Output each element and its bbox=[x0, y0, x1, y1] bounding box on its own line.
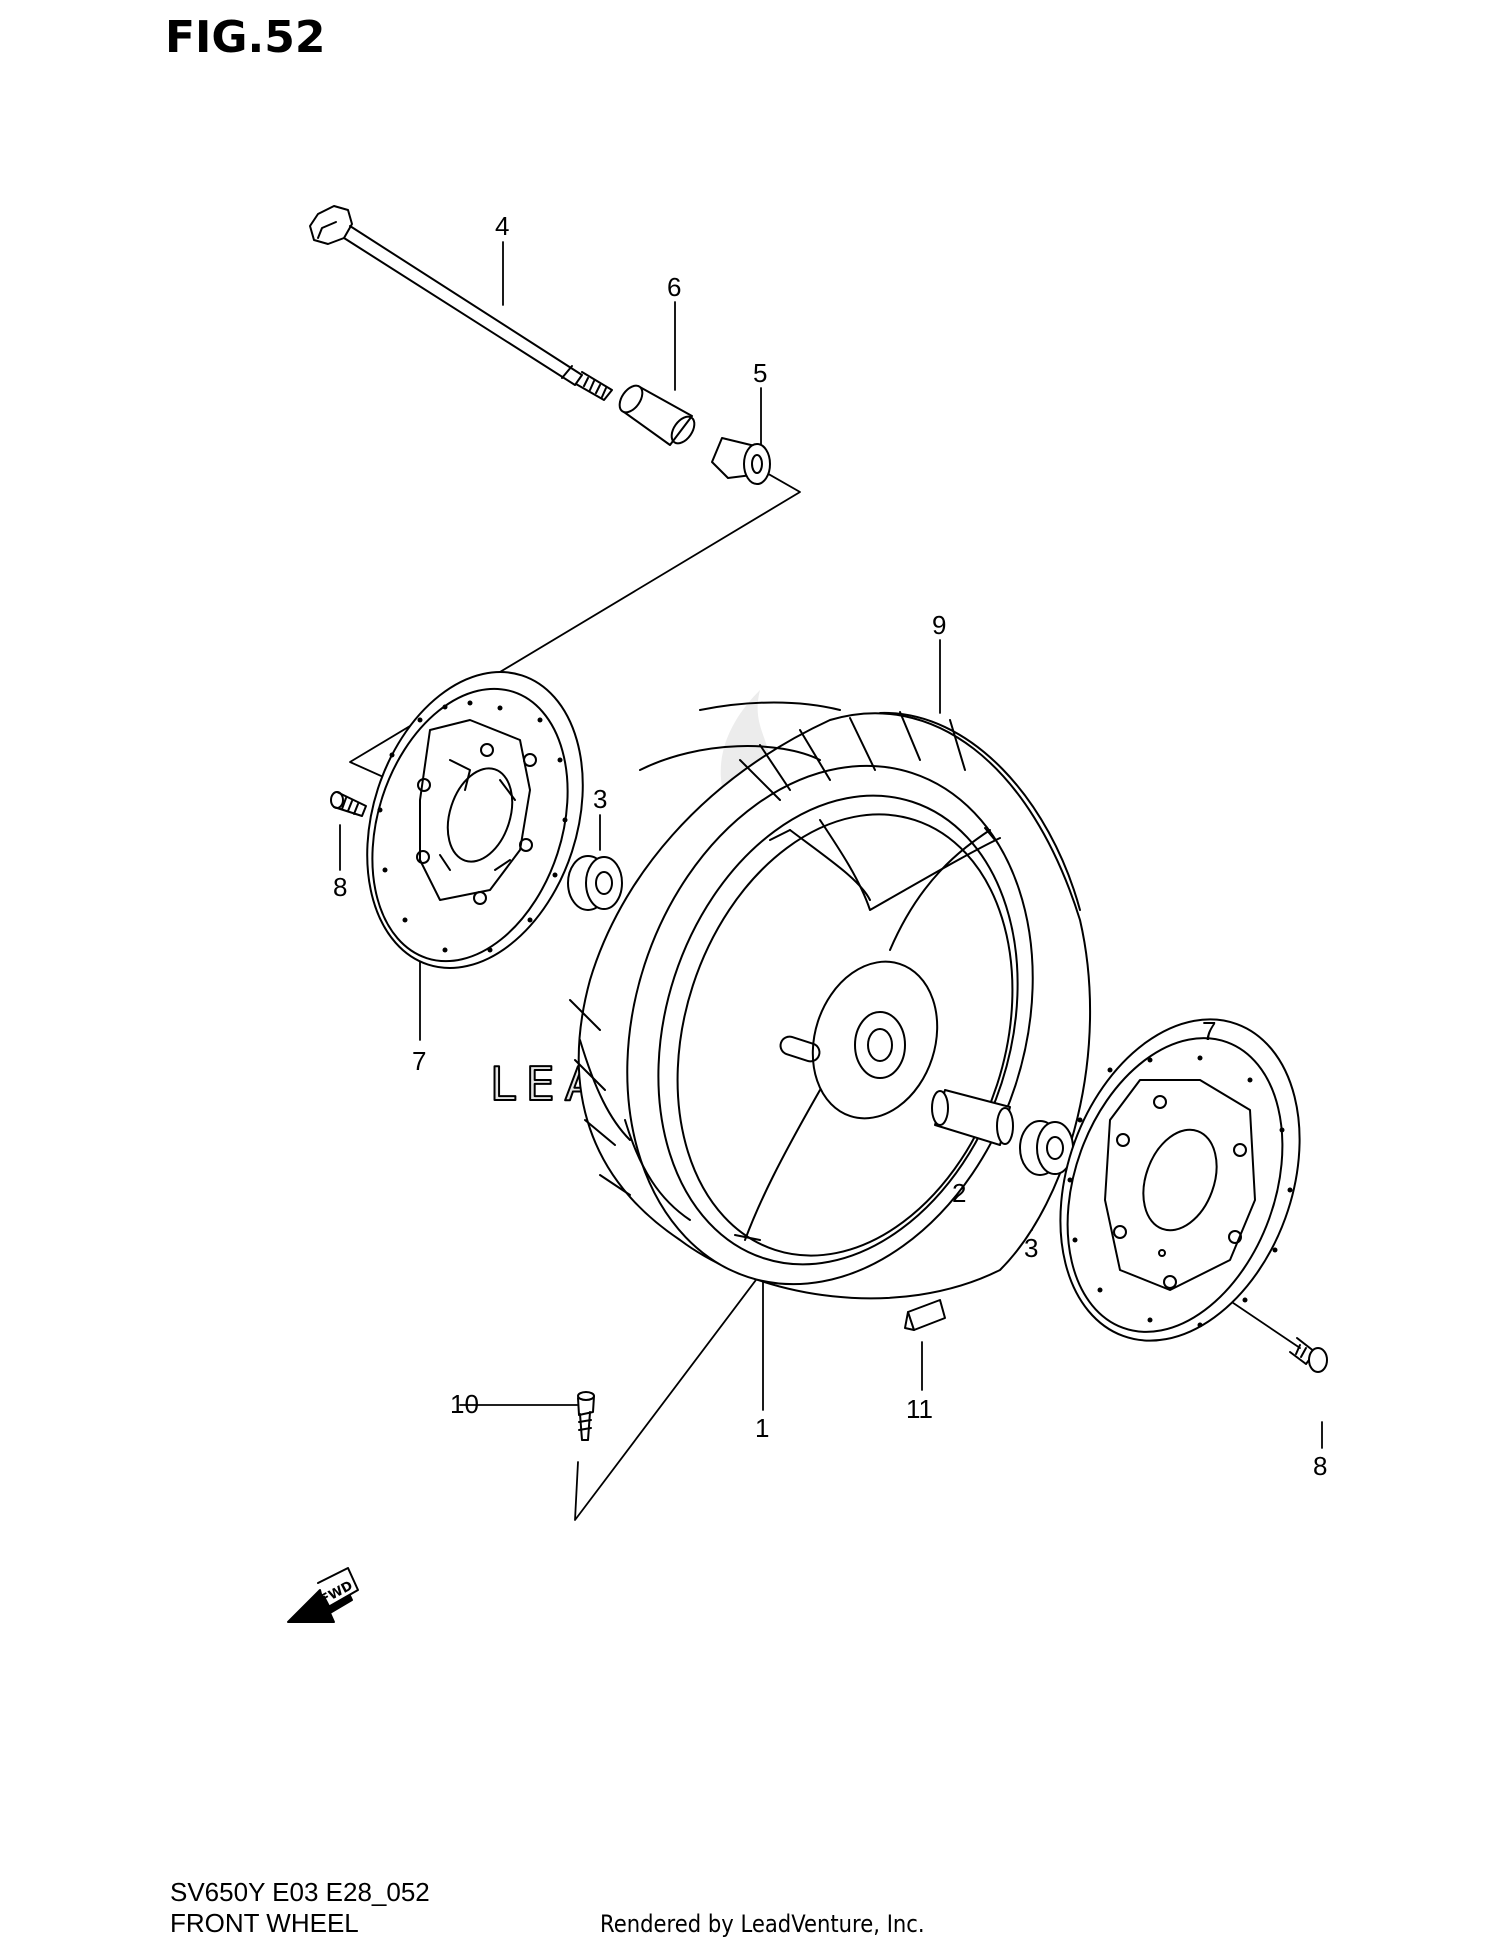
callout-3-left: 3 bbox=[593, 784, 607, 814]
callout-9: 9 bbox=[932, 610, 946, 640]
spacer-part-5 bbox=[711, 437, 771, 485]
bearing-right-part-3 bbox=[1019, 1120, 1074, 1176]
figure-code: SV650Y E03 E28_052 bbox=[170, 1877, 430, 1907]
brake-disc-left-part-7 bbox=[366, 671, 584, 969]
spacer-part-2 bbox=[931, 1089, 1014, 1146]
callout-7-left: 7 bbox=[412, 1046, 426, 1076]
callout-1: 1 bbox=[755, 1413, 769, 1443]
leader-lines bbox=[339, 241, 1323, 1521]
brake-disc-right-part-7 bbox=[1059, 1018, 1301, 1342]
bearing-left-part-3 bbox=[567, 855, 623, 911]
callout-5: 5 bbox=[753, 358, 767, 388]
callout-6: 6 bbox=[667, 272, 681, 302]
collar-part-6 bbox=[618, 384, 696, 446]
callout-3-right: 3 bbox=[1024, 1233, 1038, 1263]
callout-4: 4 bbox=[495, 211, 509, 241]
callout-numbers: 4 6 5 9 3 8 7 7 2 3 10 11 1 8 bbox=[333, 211, 1327, 1481]
render-credit: Rendered by LeadVenture, Inc. bbox=[600, 1910, 925, 1938]
callout-10: 10 bbox=[450, 1389, 479, 1419]
bolt-right-part-8 bbox=[1289, 1337, 1328, 1373]
callout-11: 11 bbox=[906, 1394, 933, 1424]
callout-7-right: 7 bbox=[1202, 1016, 1216, 1046]
figure-title: FIG.52 bbox=[165, 12, 326, 63]
callout-8-right: 8 bbox=[1313, 1451, 1327, 1481]
balance-weight-part-11 bbox=[904, 1299, 946, 1331]
callout-2: 2 bbox=[952, 1178, 966, 1208]
callout-8-left: 8 bbox=[333, 872, 347, 902]
valve-part-10 bbox=[577, 1391, 595, 1441]
figure-name: FRONT WHEEL bbox=[170, 1908, 359, 1938]
axle-part-4 bbox=[309, 205, 613, 401]
wheel-assembly bbox=[569, 701, 1091, 1300]
bolt-left-part-8 bbox=[330, 791, 367, 817]
fwd-arrow-icon: FWD bbox=[287, 1567, 359, 1623]
